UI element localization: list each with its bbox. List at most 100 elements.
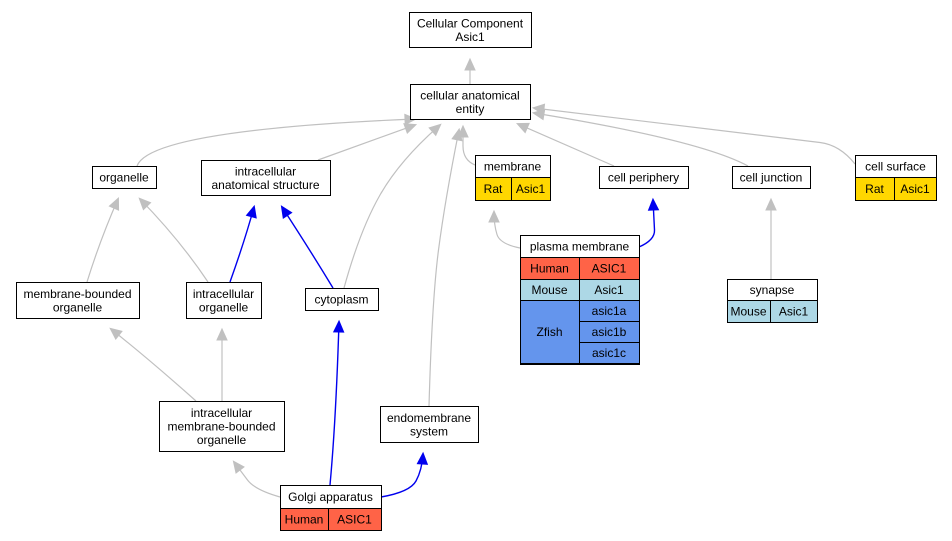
edge-ias-to-cae <box>317 123 418 161</box>
edge-line <box>329 321 340 486</box>
gene-cell <box>328 508 382 531</box>
node-label: system <box>410 424 448 438</box>
edge-line <box>136 118 416 167</box>
node-box <box>599 166 689 189</box>
arrowhead <box>428 123 442 137</box>
node-box <box>305 288 379 311</box>
arrowhead <box>403 123 418 134</box>
node-box <box>201 160 331 196</box>
edge-golgi-to-endomembrane <box>380 451 429 498</box>
arrowhead <box>416 451 429 465</box>
species-label: Human <box>530 262 569 276</box>
gene-label: ASIC1 <box>337 513 372 527</box>
edge-plasma_membrane-to-membrane <box>488 209 521 249</box>
arrowhead <box>232 460 245 474</box>
node-label: synapse <box>750 283 795 297</box>
arrowhead <box>515 122 530 134</box>
node-label: intracellular <box>191 406 252 420</box>
gene-label: Asic1 <box>594 283 624 297</box>
node-label: intracellular <box>235 164 296 178</box>
node-label: cytoplasm <box>314 293 368 307</box>
node-box <box>380 406 479 443</box>
edge-line <box>86 198 119 283</box>
species-label: Rat <box>484 182 503 196</box>
edge-line <box>139 198 209 283</box>
gene-label: Asic1 <box>779 305 809 319</box>
edge-imbo-to-io <box>216 327 228 401</box>
node-label: cellular anatomical <box>420 88 519 102</box>
species-label: Mouse <box>531 283 567 297</box>
edge-cytoplasm-to-cae <box>343 123 442 289</box>
node-label: intracellular <box>193 287 254 301</box>
species-label: Human <box>285 513 324 527</box>
arrowhead <box>332 319 345 333</box>
edge-line <box>110 328 197 402</box>
gene-cell <box>894 177 937 201</box>
node-label: membrane-bounded <box>167 420 275 434</box>
node-label: membrane <box>484 160 542 174</box>
node-organelle[interactable]: organelle <box>92 166 157 189</box>
node-label: cell junction <box>740 171 803 185</box>
edges-layer <box>86 57 856 498</box>
edge-cytoplasm-to-ias <box>280 205 334 289</box>
node-box <box>16 282 140 319</box>
node-label: Golgi apparatus <box>288 490 373 504</box>
arrowhead <box>451 127 463 142</box>
node-label: organelle <box>199 300 249 314</box>
gene-label: asic1a <box>592 304 627 318</box>
edge-line <box>533 112 749 167</box>
arrowhead <box>765 197 777 211</box>
node-cell-periphery[interactable]: cell periphery <box>599 166 689 189</box>
edge-golgi-to-cytoplasm <box>329 319 345 486</box>
species-label: Rat <box>865 182 884 196</box>
edge-io-to-organelle <box>138 197 209 283</box>
edge-synapse-to-cell_junction <box>765 197 777 279</box>
edge-line <box>428 129 460 407</box>
arrowhead <box>488 209 500 223</box>
node-box <box>732 166 811 189</box>
arrowhead <box>647 197 660 211</box>
edge-cell_junction-to-cae <box>531 108 749 167</box>
node-box <box>410 84 531 120</box>
node-cytoplasm[interactable]: cytoplasm <box>305 288 379 311</box>
node-box <box>409 12 532 48</box>
edge-endomembrane-to-cae <box>428 127 463 407</box>
species-label: Mouse <box>730 305 766 319</box>
edge-line <box>380 453 424 498</box>
node-label: organelle <box>197 433 247 447</box>
edge-cell_periphery-to-cae <box>515 122 615 167</box>
edge-line <box>493 211 521 249</box>
gene-label: Asic1 <box>516 182 546 196</box>
arrowhead <box>138 197 152 211</box>
node-cell-junction[interactable]: cell junction <box>732 166 811 189</box>
arrowhead <box>245 204 257 219</box>
edge-golgi-to-imbo <box>232 460 281 498</box>
arrowhead <box>109 327 123 341</box>
node-box <box>159 401 285 452</box>
gene-label: Asic1 <box>900 182 930 196</box>
species-cell <box>520 300 580 364</box>
node-label: membrane-bounded <box>23 287 131 301</box>
edge-line <box>229 206 255 283</box>
edge-line <box>533 107 856 165</box>
arrowhead <box>216 327 228 341</box>
arrowhead <box>464 57 476 71</box>
edge-line <box>281 206 334 289</box>
node-box <box>92 166 157 189</box>
gene-label: ASIC1 <box>592 262 627 276</box>
edge-plasma_membrane-to-cell_periphery <box>638 197 660 248</box>
